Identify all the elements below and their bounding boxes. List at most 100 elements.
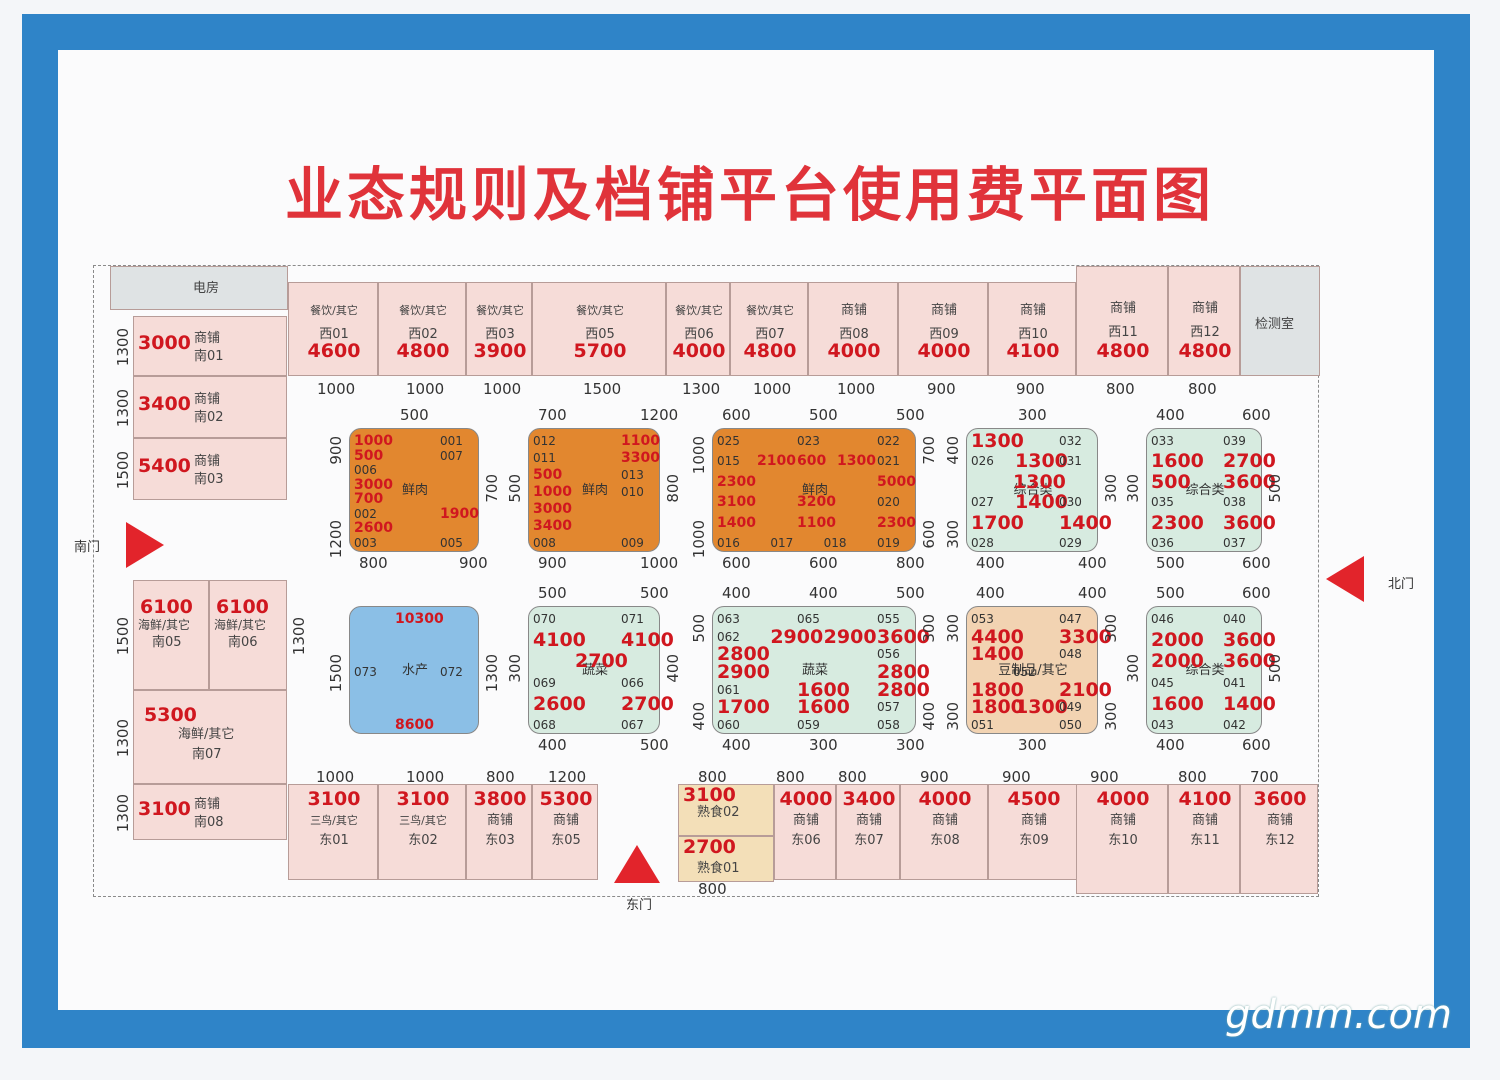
block-dim: 600: [1242, 406, 1271, 424]
shop-code: 东05: [551, 833, 581, 848]
stall-code: 048: [1059, 647, 1082, 662]
stall-code: 021: [877, 454, 900, 469]
block-dim: 500: [1156, 584, 1185, 602]
block-dim: 900: [538, 554, 567, 572]
stall-fee: 3400: [533, 518, 572, 534]
shop-type: 商铺: [931, 813, 958, 828]
stall-code: 033: [1151, 434, 1174, 448]
stall-code: 072: [440, 665, 463, 679]
block-label: 综合类: [1013, 483, 1053, 498]
shop-type: 商铺: [194, 454, 221, 469]
shop-code: 西01: [319, 327, 349, 342]
stall-code: 040: [1223, 612, 1246, 626]
stall-code: 056: [877, 647, 900, 662]
stall-code: 001: [440, 434, 463, 448]
stall-code: 011: [533, 451, 556, 465]
stall-fee: 1300: [1015, 696, 1068, 719]
stall-code: 013: [621, 468, 644, 482]
block-label: 蔬菜: [801, 663, 828, 678]
stall-fee: 2800: [877, 678, 930, 701]
block-dim: 1200: [327, 520, 345, 559]
stall-fee: 2700: [621, 692, 674, 715]
shop-code: 南06: [228, 635, 258, 650]
shop-fee: 4800: [396, 340, 450, 362]
width-dim: 1200: [548, 768, 587, 786]
power-room: 电房: [110, 266, 288, 310]
stall-code: 038: [1223, 495, 1246, 510]
stall-fee: 1400: [1223, 692, 1276, 715]
shop-code: 南05: [152, 635, 182, 650]
stall-code: 069: [533, 675, 556, 690]
shop-type: 三鸟/其它: [399, 814, 447, 827]
block-dim: 500: [690, 614, 708, 643]
width-dim: 1000: [406, 768, 445, 786]
shop-type: 餐饮/其它: [576, 304, 624, 317]
stall-fee: 700: [354, 491, 384, 508]
stall-fee: 2900: [770, 625, 824, 648]
east-door-label: 东门: [626, 898, 653, 913]
block-dim: 400: [1078, 554, 1107, 572]
shop-type: 商铺: [1109, 301, 1136, 316]
width-dim: 800: [486, 768, 515, 786]
shop-type: 商铺: [930, 303, 957, 318]
shop-fee: 4000: [827, 340, 881, 362]
stall-fee: 1300: [837, 453, 876, 470]
south-door-label: 南门: [74, 540, 101, 555]
block-dim: 400: [538, 736, 567, 754]
stall-fee: 500: [533, 467, 563, 483]
stall-code: 041: [1223, 675, 1246, 690]
stall-fee: 1000: [354, 433, 393, 449]
block-dim: 400: [809, 584, 838, 602]
shop-code: 南02: [194, 410, 224, 425]
block-dim: 1000: [640, 554, 679, 572]
width-dim: 900: [1016, 380, 1045, 398]
stall-code: 030: [1059, 495, 1082, 510]
width-dim: 800: [698, 880, 727, 898]
stall-fee: 500: [1151, 470, 1191, 493]
stall-code: 063: [717, 612, 740, 626]
watermark: gdmm.com: [1225, 992, 1452, 1038]
shop-fee: 4500: [1007, 788, 1061, 810]
block-dim: 400: [920, 702, 938, 731]
shop-type: 商铺: [792, 813, 819, 828]
stall-code: 059: [797, 718, 820, 732]
width-dim: 1000: [753, 380, 792, 398]
stall-code: 052: [1013, 665, 1036, 679]
stall-code: 055: [877, 612, 900, 626]
stall-code: 028: [971, 536, 994, 550]
stall-code: 057: [877, 700, 900, 715]
block-dim: 800: [896, 554, 925, 572]
block-dim: 300: [1102, 474, 1120, 503]
block-dim: 500: [896, 406, 925, 424]
stall-code: 068: [533, 718, 556, 732]
stall-fee: 2000: [1151, 629, 1204, 652]
stall-fee: 2600: [533, 692, 586, 715]
stall-code: 043: [1151, 718, 1174, 732]
stall-fee: 5000: [877, 473, 916, 490]
block-dim: 400: [976, 554, 1005, 572]
block-dim: 400: [722, 736, 751, 754]
block-dim: 400: [722, 584, 751, 602]
depth-dim: 1300: [114, 328, 132, 367]
block-dim: 300: [920, 614, 938, 643]
block-dim: 400: [1078, 584, 1107, 602]
stall-code: 053: [971, 612, 994, 626]
shop-type: 商铺: [194, 392, 221, 407]
stall-fee: 1300: [1013, 470, 1066, 493]
stall-code: 005: [440, 536, 463, 550]
power-room-label: 电房: [193, 281, 220, 296]
block-dim: 400: [1156, 406, 1185, 424]
shop-code: 东10: [1108, 833, 1138, 848]
width-dim: 1000: [316, 768, 355, 786]
page-title: 业态规则及档铺平台使用费平面图: [284, 161, 1215, 229]
stall-fee: 2300: [717, 473, 756, 490]
